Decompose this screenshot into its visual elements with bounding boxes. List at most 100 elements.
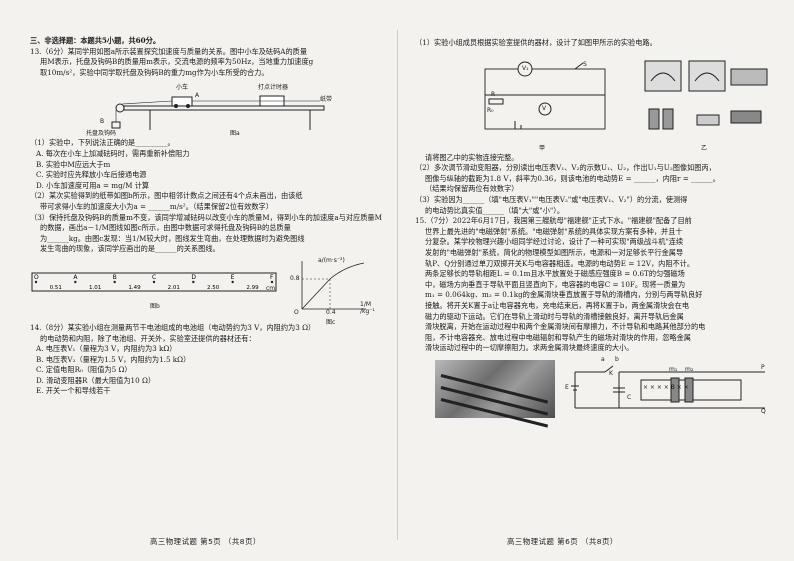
tape-dot — [270, 280, 274, 284]
q13-sub3: 发生弯曲的现象，该同学应画出的是______的关系图线。 — [40, 244, 220, 254]
tape-point-label: O — [34, 274, 39, 281]
tape-segment-value: 2.01 — [168, 285, 180, 291]
q15-line: 滑块脱离，开始在运动过程中和两个金属滑块间有摩擦力，不计导轨和电路其他部分的电 — [425, 322, 706, 332]
q14-right-line: （2）多次调节滑动变阻器，分别读出电压表V₁、V₂的示数U₁、U₂，作出U₁与U… — [415, 163, 716, 173]
tape-point-label: C — [152, 274, 156, 281]
q13-line: 取10m/s²，实验中同学取托盘及钩码B的重力mg作为小车所受的合力。 — [40, 67, 269, 77]
q14-item: A. 电压表V₁（量程为3 V，内阻约为3 kΩ） — [36, 344, 177, 354]
q13-line: 用M表示，托盘及钩码B的质量用m表示，交流电源的频率为50Hz，当地重力加速度g — [40, 57, 314, 67]
q13-stem: 13.（6分）某同学用如图a所示装置探究加速度与质量的关系。图中小车及砝码A的质… — [30, 47, 383, 79]
figure-jia-yi: V₁ V R S R₀ 甲 乙 — [415, 51, 770, 152]
model-label-c: C — [627, 393, 632, 401]
tape-segment-value: 1.01 — [89, 285, 101, 291]
tape-dot — [231, 280, 234, 284]
q13-sub3: 的数据，画出a－1/M图线如图c所示，由图中数据可求得托盘及钩码B的总质量 — [40, 223, 291, 233]
model-label-m1: m₁ — [669, 365, 678, 373]
q13-option-b: B. 实验中M应远大于m — [36, 159, 111, 169]
q14-right-line: 的电动势比真实值______（填"大"或"小"）。 — [425, 205, 565, 215]
magnetic-field-marks: × × × × B × × — [643, 383, 689, 391]
right-page: （1）实验小组成员根据实验室提供的器材，设计了如图甲所示的实验电路。 V₁ V … — [397, 0, 794, 561]
label-B: B — [100, 118, 105, 126]
q14-line: 的电动势和内阻，除了电池组、开关外，实验室还提供的器材还有： — [40, 333, 256, 343]
q13-sub3: （3）保持托盘及钩码B的质量m不变，该同学增减砝码以改变小车的质量M，得到小车的… — [30, 212, 382, 222]
tape-segment-value: 2.99 — [246, 285, 259, 291]
caption-fig-c: 图c — [326, 318, 336, 326]
q15-line: 两条足够长的导轨相距L = 0.1m且水平放置处于磁感应强度B = 0.6T的匀… — [425, 269, 685, 279]
circuit-s-label: S — [583, 60, 587, 68]
apparatus-diagram — [111, 95, 325, 131]
q14-sub1: （1）实验小组成员根据实验室提供的器材，设计了如图甲所示的实验电路。 — [415, 38, 657, 47]
tape-point-label: A — [73, 274, 78, 281]
q15-line: 中，磁场方向垂直于导轨平面且竖直向下，电容器的电容C = 10F。现将一质量为 — [425, 279, 686, 289]
model-label-q: Q — [761, 407, 766, 415]
q14-line: 14.（8分）某实验小组在测量两节干电池组成的电池组（电动势约为3 V，内阻约为… — [30, 322, 316, 332]
carrier-photo — [435, 359, 555, 428]
circuit-r-label: R — [491, 90, 496, 98]
tape-dot — [113, 280, 116, 284]
caption-fig-b: 图b — [150, 302, 160, 310]
physical-apparatus — [644, 60, 768, 130]
tape-segment-value: 0.51 — [50, 285, 62, 291]
tape-dot — [192, 280, 195, 284]
q13-option-c: C. 实验时应先释放小车后接通电源 — [36, 170, 147, 180]
label-A: A — [195, 92, 200, 100]
railgun-model — [571, 365, 765, 409]
q14-right-line: （3）实验因为______（填"电压表V₁""电压表V₂"或"电压表V₁、V₂"… — [415, 194, 688, 204]
tape-segment-value: 2.50 — [207, 285, 220, 291]
q13-option-a: A. 每次在小车上加减砝码时，需再重新补偿阻力 — [36, 148, 190, 158]
q14-right-line: 图像与纵轴的截距为1.8 V，斜率为0.36，则该电池的电动势E = _____… — [425, 173, 720, 183]
q15-line: 15.（7分）2022年6月17日，我国第三艘航母"福建舰"正式下水。"福建舰"… — [415, 216, 692, 226]
q15-line: 轨P、Q分别通过单刀双掷开关K与电容器相连。电源的电动势E = 12V，内阻不计… — [425, 258, 695, 268]
graph-xlabel: 1/M /kg⁻¹ — [360, 300, 375, 315]
model-label-e: E — [565, 383, 569, 391]
paper-tape: O 0.51 A 1.01 B 1.49 C 2.01 D 2.50 E 2.99 F — [31, 272, 277, 292]
circuit-v1-label: V₁ — [522, 64, 529, 72]
caption-fig-jia: 甲 — [539, 144, 546, 152]
figure-a: 小车 A 打点计时器 纸带 B 托盘及钩码 图a — [30, 80, 383, 138]
q13-option-d: D. 小车加速度可用a = mg/M 计算 — [36, 180, 150, 190]
label-tape: 纸带 — [320, 96, 333, 104]
circuit-r0-label: R₀ — [487, 106, 494, 114]
graph-ylabel: a/(m·s⁻²) — [318, 256, 345, 264]
model-label-k: K — [609, 369, 613, 377]
tape-point-label: D — [191, 274, 196, 281]
q15-line: 世界上最先进的"电磁弹射"系统。"电磁弹射"系统的具体实现方案有多种，并且十 — [425, 226, 683, 236]
tape-point-label: B — [113, 274, 117, 281]
graph-x-tick: 0.4 — [326, 308, 336, 316]
q15-line: 磁力的驱动下运动。它们在导轨上滑动时与导轨的滑槽接触良好，离开导轨后金属 — [425, 311, 684, 321]
label-tray: 托盘及钩码 — [86, 130, 117, 138]
q15-line: 滑块运动过程中的一切摩擦阻力。求两金属滑块最终速度的大小。 — [425, 343, 634, 353]
q14-item: B. 电压表V₂（量程为1.5 V，内阻约为1.5 kΩ） — [36, 354, 191, 364]
q13-sub2: 带可求得小车的加速度大小为a = ______m/s²。（结果保留2位有效数字） — [40, 201, 273, 211]
tape-marks: O 0.51 A 1.01 B 1.49 C 2.01 D 2.50 E 2.99 F — [34, 274, 274, 291]
left-page: 三、非选择题：本题共5小题，共60分。 13.（6分）某同学用如图a所示装置探究… — [30, 36, 383, 546]
model-label-b: b — [615, 355, 619, 363]
q14-item: D. 滑动变阻器R（最大阻值为10 Ω） — [36, 375, 156, 385]
q15-line: 分复杂。某学校物理兴趣小组同学经过讨论，设计了一种可实现"两级战斗机"连续 — [425, 237, 684, 247]
q14-item: E. 开关一个和导线若干 — [36, 386, 111, 396]
q14-right-line: 请将图乙中的实物连接完整。 — [425, 152, 519, 162]
q13-sub2: （2）某次实验得到的纸带如图b所示，图中相邻计数点之间还有4个点未画出，由该纸 — [30, 191, 303, 201]
graph-c — [301, 260, 366, 310]
tape-dot — [74, 280, 77, 284]
label-car: 小车 — [176, 84, 189, 92]
caption-fig-a: 图a — [230, 130, 240, 138]
circuit-diagram — [484, 61, 606, 130]
section-heading: 三、非选择题：本题共5小题，共60分。 — [30, 36, 161, 45]
q15-line: 发射的"电磁弹射"系统，简化的物理模型如图所示，电源和一对足够长平行金属导 — [425, 247, 684, 257]
figure-q15: a b K E C m₁ m₂ P Q × × × × B × × — [415, 355, 770, 428]
tape-segment-value: 1.49 — [128, 285, 141, 291]
q14-item: C. 定值电阻R₀（阻值为5 Ω） — [36, 365, 132, 375]
tape-unit: cm — [266, 284, 276, 292]
q15-line: 接触。将开关K置于a让电容器充电，充电结束后，再将K置于b，两金属滑块会在电 — [425, 300, 690, 310]
footer-right: 高三物理试题 第6页 （共8页） — [507, 537, 618, 546]
q15-line: 阻，不计电容器充、放电过程中电磁辐射和导轨产生的磁场对滑块的作用，忽略金属 — [425, 332, 691, 342]
model-label-m2: m₂ — [685, 365, 694, 373]
tape-point-label: E — [231, 274, 235, 281]
graph-y-tick: 0.8 — [290, 274, 300, 282]
tape-dot — [152, 280, 156, 284]
q15-line: m₁ = 0.064kg、m₂ = 0.1kg的金属滑块垂直放置于导轨的滑槽内，… — [425, 290, 703, 300]
q13-sub1: （1）实验中，下列说法正确的是_________。 — [30, 138, 175, 148]
tape-point-label: F — [270, 274, 274, 281]
